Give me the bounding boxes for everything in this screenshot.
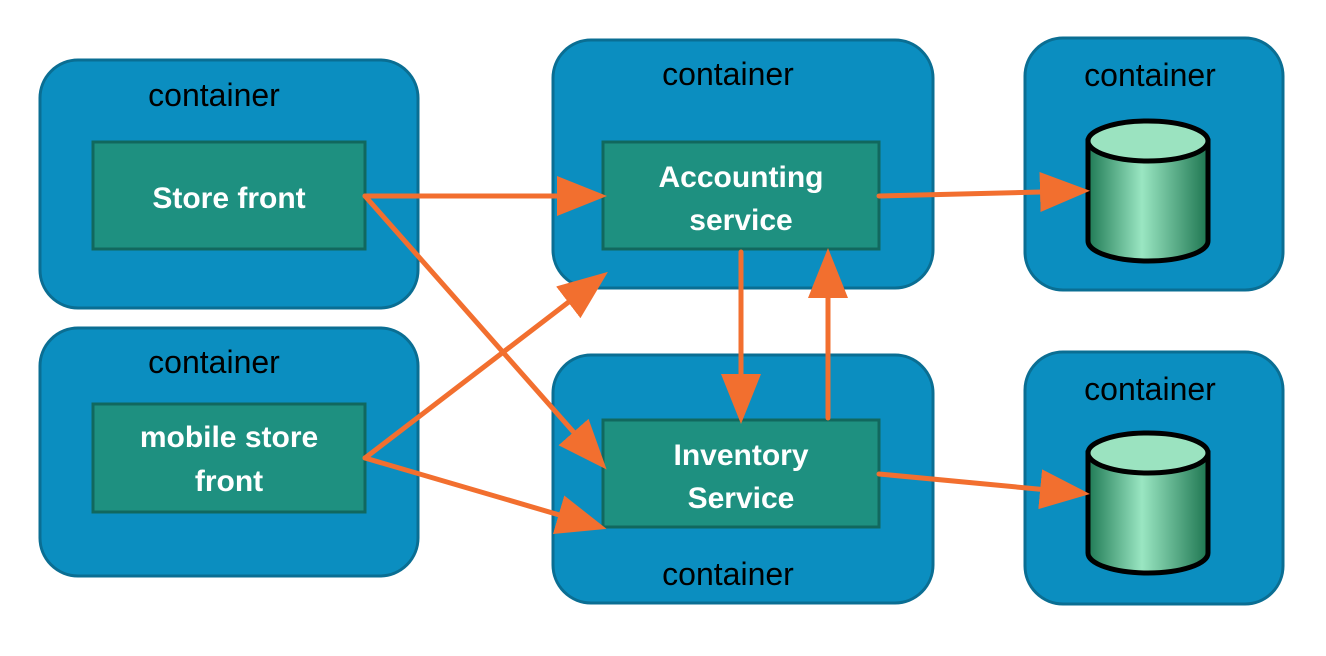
service-label-line-1: Accounting [659, 161, 824, 194]
arrow-accounting-to-database [876, 172, 1090, 212]
container-label: container [148, 344, 280, 380]
service-inventory: Inventory Service [601, 418, 881, 529]
arrow-inventory-to-database [876, 469, 1090, 510]
container-label: container [1084, 57, 1216, 93]
service-label: Store front [152, 182, 305, 215]
service-label-line-2: service [689, 204, 792, 237]
service-label-line-2: Service [688, 482, 795, 515]
container-label: container [662, 56, 794, 92]
arrow-mobile-to-inventory [362, 455, 607, 534]
service-label-line-1: Inventory [673, 439, 808, 472]
database-cylinder-icon [1085, 430, 1211, 576]
container-label: container [1084, 371, 1216, 407]
database-cylinder-icon [1085, 118, 1211, 264]
container-label: container [662, 556, 794, 592]
service-store-front: Store front [91, 140, 367, 251]
service-mobile-store-front: mobile store front [91, 402, 367, 514]
connections [362, 172, 1090, 534]
arrow-store-front-to-inventory [362, 193, 607, 470]
arrow-mobile-to-accounting [362, 271, 608, 461]
service-label-line-1: mobile store [140, 421, 318, 454]
service-label-line-2: front [195, 465, 263, 498]
container-label: container [148, 77, 280, 113]
service-accounting: Accounting service [601, 140, 881, 251]
